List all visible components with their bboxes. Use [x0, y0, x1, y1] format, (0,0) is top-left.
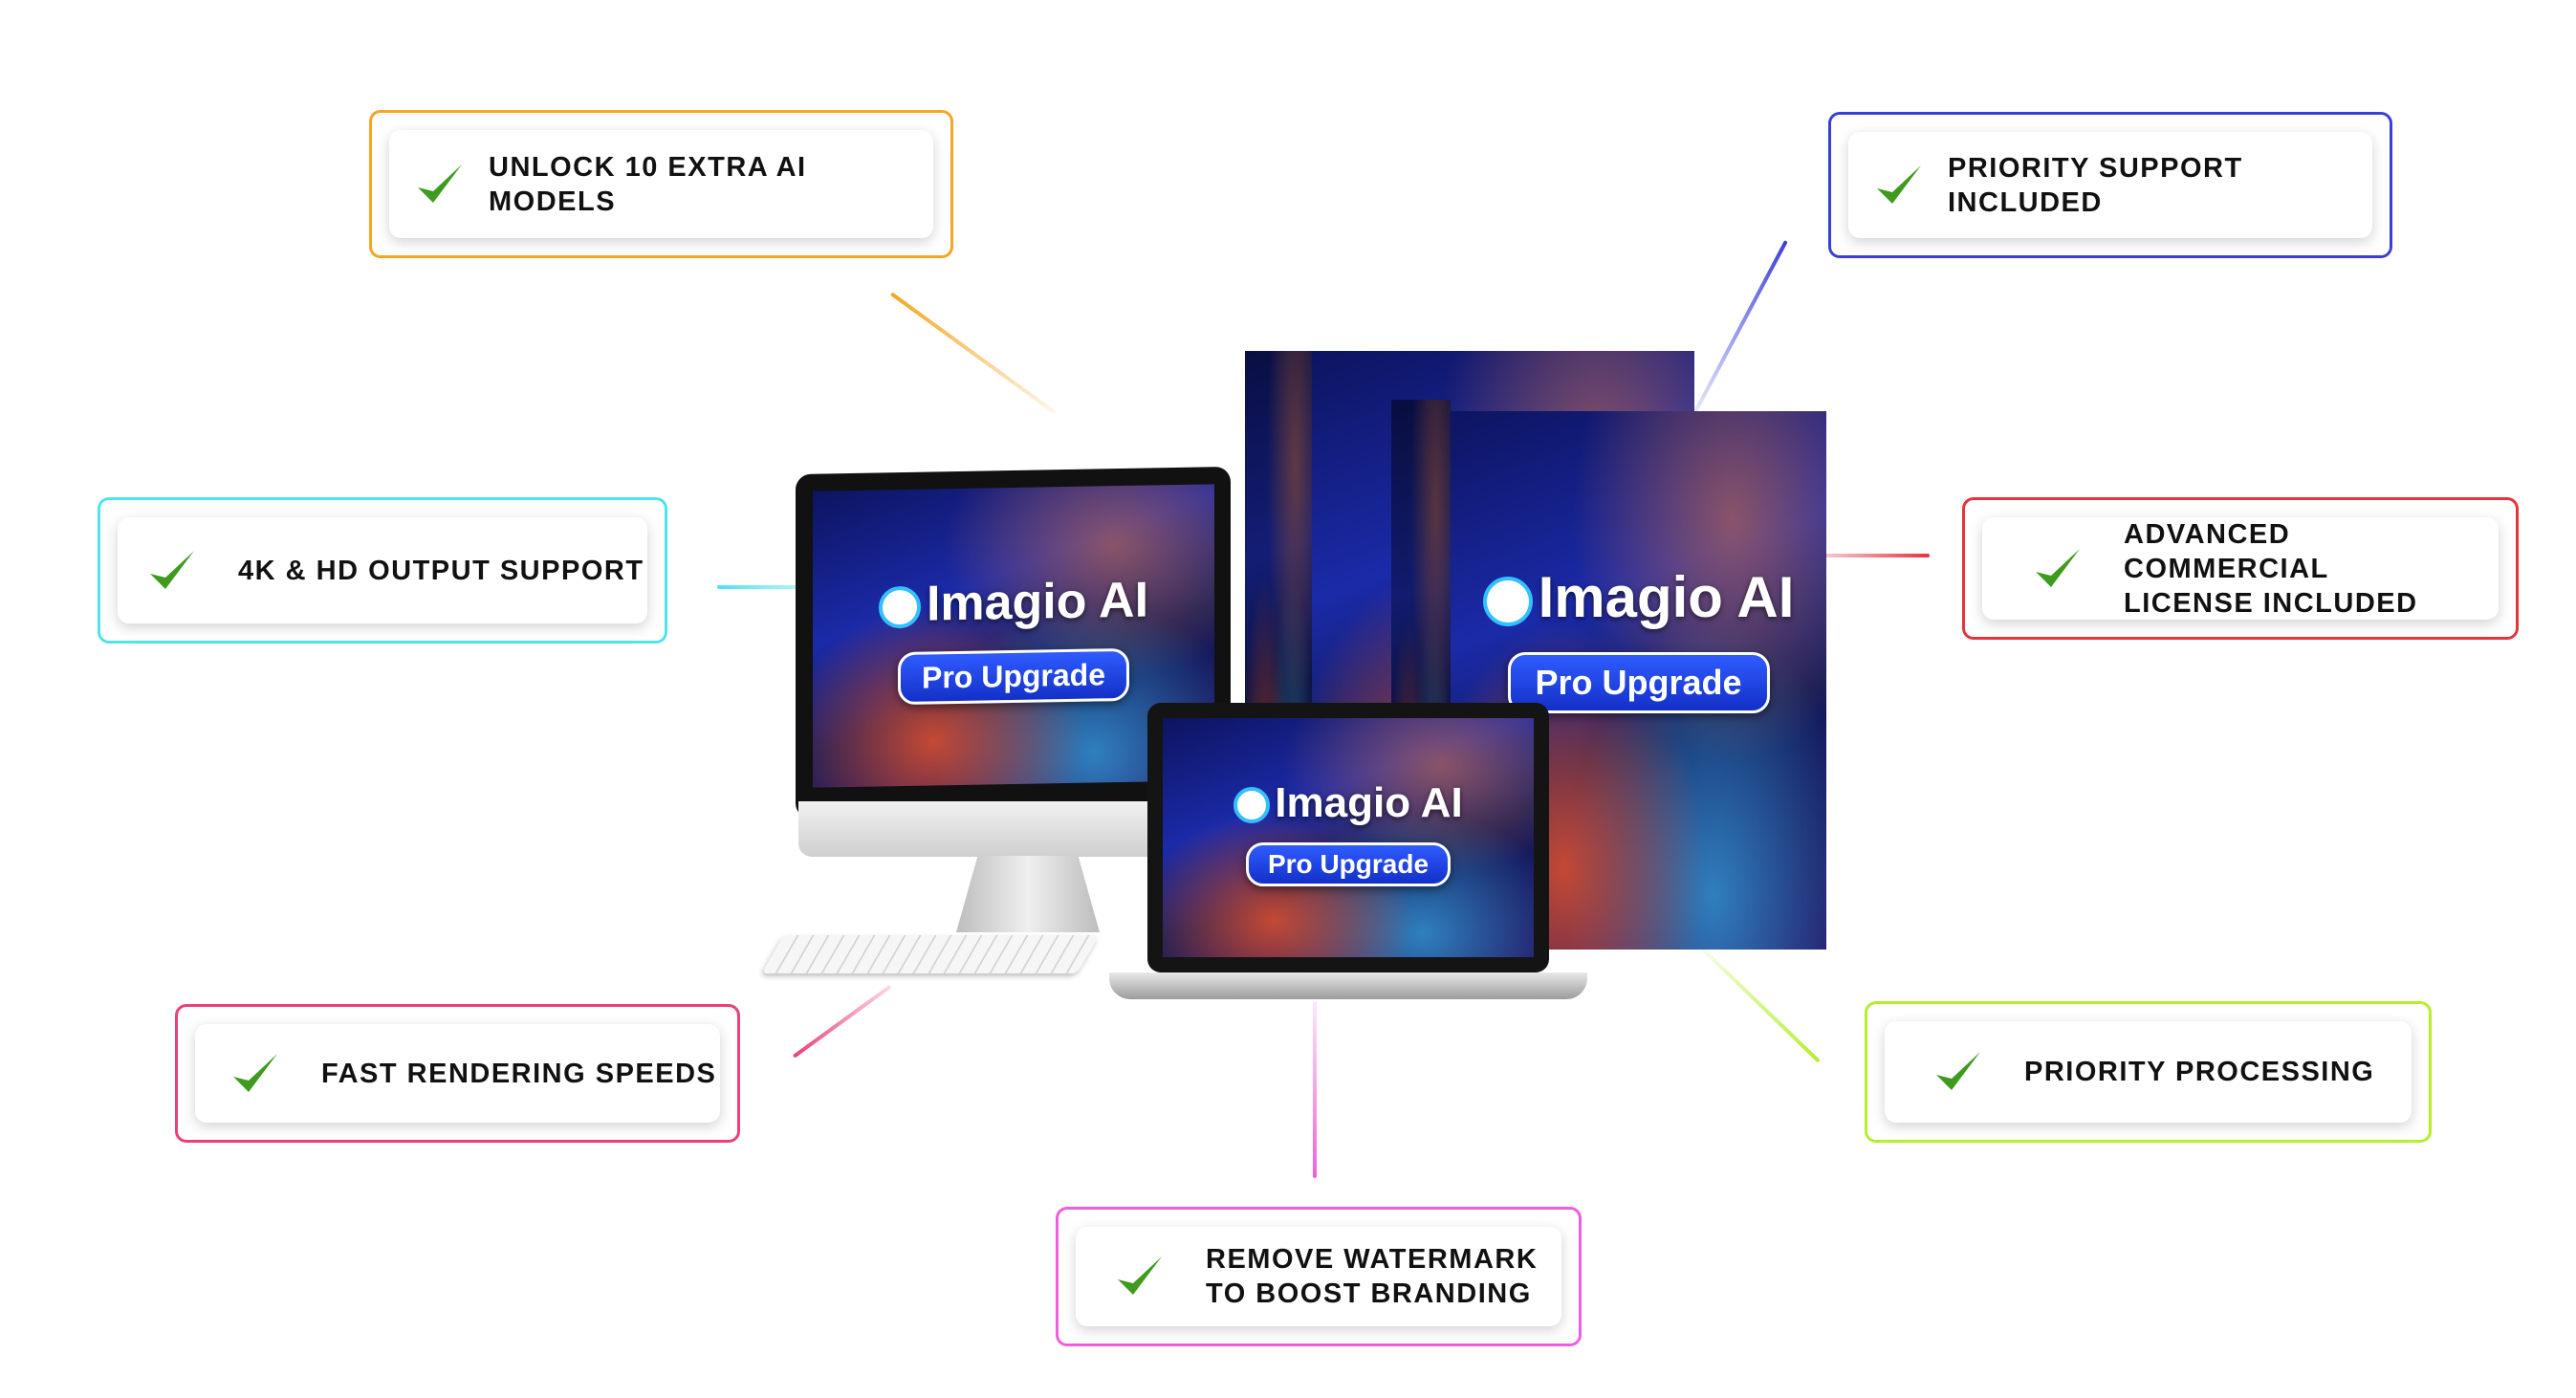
- feature-extra-models: UNLOCK 10 EXTRA AI MODELS: [369, 110, 953, 258]
- box-pro-upgrade-badge: Pro Upgrade: [1507, 652, 1770, 713]
- feature-label: UNLOCK 10 EXTRA AI MODELS: [489, 151, 807, 217]
- feature-commercial-license: ADVANCED COMMERCIAL LICENSE INCLUDED: [1962, 497, 2519, 640]
- monitor-stand: [956, 856, 1100, 932]
- feature-label: FAST RENDERING SPEEDS: [321, 1058, 717, 1089]
- check-icon: [2036, 548, 2080, 587]
- feature-output-support: 4K & HD OUTPUT SUPPORT: [98, 497, 667, 644]
- check-icon: [150, 550, 194, 589]
- imagio-logo-icon: [1482, 577, 1533, 627]
- connector-output-support: [717, 585, 832, 589]
- feature-priority-processing: PRIORITY PROCESSING: [1865, 1001, 2432, 1143]
- keyboard: [761, 935, 1100, 973]
- laptop-base: [1109, 972, 1587, 999]
- laptop: Imagio AI Pro Upgrade: [1147, 703, 1549, 972]
- feature-label: ADVANCED COMMERCIAL LICENSE INCLUDED: [2124, 518, 2418, 619]
- connector-commercial-license: [1817, 554, 1930, 557]
- feature-priority-support: PRIORITY SUPPORT INCLUDED: [1828, 112, 2392, 258]
- connector-priority-support: [1692, 240, 1788, 415]
- connector-priority-processing: [1700, 947, 1821, 1063]
- feature-label: PRIORITY PROCESSING: [2024, 1057, 2375, 1087]
- feature-label: 4K & HD OUTPUT SUPPORT: [238, 555, 644, 586]
- check-icon: [1877, 164, 1921, 204]
- laptop-pro-upgrade-badge: Pro Upgrade: [1245, 842, 1452, 886]
- connector-fast-rendering: [792, 984, 892, 1059]
- check-icon: [1936, 1052, 1980, 1090]
- imagio-logo-icon: [1233, 787, 1271, 824]
- feature-label: PRIORITY SUPPORT INCLUDED: [1948, 152, 2243, 218]
- connector-remove-watermark: [1313, 1001, 1317, 1178]
- feature-remove-watermark: REMOVE WATERMARK TO BOOST BRANDING: [1056, 1207, 1582, 1346]
- imagio-logo-icon: [878, 585, 921, 629]
- feature-fast-rendering: FAST RENDERING SPEEDS: [175, 1004, 740, 1143]
- laptop-brand-title: Imagio AI: [1163, 779, 1534, 827]
- connector-extra-models: [889, 292, 1057, 415]
- feature-label: REMOVE WATERMARK TO BOOST BRANDING: [1206, 1244, 1539, 1309]
- check-icon: [233, 1053, 277, 1092]
- monitor-pro-upgrade-badge: Pro Upgrade: [897, 647, 1130, 706]
- check-icon: [418, 164, 462, 203]
- check-icon: [1118, 1256, 1162, 1295]
- monitor-brand-title: Imagio AI: [813, 570, 1214, 634]
- box-brand-title: Imagio AI: [1451, 564, 1826, 630]
